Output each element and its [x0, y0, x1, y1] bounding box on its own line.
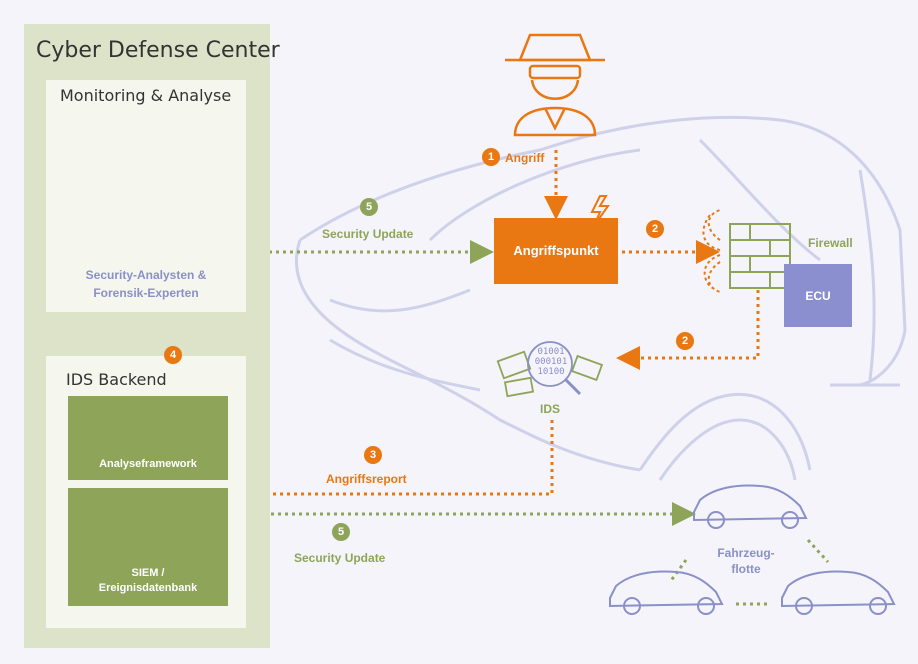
- ecu-label: ECU: [805, 289, 831, 303]
- fleet-car-icon: [609, 484, 896, 615]
- analysts-label-line2: Forensik-Experten: [93, 286, 199, 300]
- step-2-ids-badge: 2: [676, 332, 694, 350]
- step-2-firewall-badge: 2: [646, 220, 664, 238]
- step-5-top-badge: 5: [360, 198, 378, 216]
- fleet-link-left: [668, 559, 688, 583]
- attack-label: Angriff: [505, 151, 545, 165]
- deflect-arrows: [702, 209, 721, 293]
- ecu-box: [784, 264, 852, 327]
- hacker-icon: [505, 33, 605, 137]
- analyseframework-label: Analyseframework: [99, 458, 197, 470]
- siem-label-line1: SIEM /: [131, 567, 165, 579]
- siem-label: SIEM / Ereignisdatenbank: [68, 566, 228, 596]
- update-bottom-label: Security Update: [294, 551, 386, 565]
- lightning-icon: [590, 195, 610, 227]
- siem-box: [68, 488, 228, 606]
- fleet-label-line2: flotte: [731, 562, 761, 576]
- attack-point-box: [494, 218, 618, 284]
- ids-backend-title: IDS Backend: [66, 370, 167, 389]
- analyseframework-box: [68, 396, 228, 480]
- step-5-bottom-badge: 5: [332, 523, 350, 541]
- attack-point-label: Angriffspunkt: [513, 243, 599, 258]
- fleet-link-right: [806, 538, 830, 564]
- ids-binary-1: 01001: [537, 347, 565, 357]
- firewall-icon: [729, 223, 791, 289]
- ids-binary-2: 000101: [534, 357, 568, 367]
- analysts-label-line1: Security-Analysten &: [85, 268, 207, 282]
- ids-binary-3: 10100: [537, 367, 565, 377]
- monitoring-box: [46, 80, 246, 312]
- update-top-label: Security Update: [322, 227, 414, 241]
- car-outline: [294, 115, 907, 481]
- step-1-badge: 1: [482, 148, 500, 166]
- firewall-label: Firewall: [808, 236, 853, 250]
- step-3-badge: 3: [364, 446, 382, 464]
- fleet-label-line1: Fahrzeug-: [717, 546, 775, 560]
- analysts-label: Security-Analysten & Forensik-Experten: [46, 266, 246, 302]
- ids-label: IDS: [540, 402, 561, 416]
- ids-binary: 01001 000101 10100: [534, 347, 568, 377]
- arrow-report: [228, 420, 554, 506]
- siem-label-line2: Ereignisdatenbank: [98, 582, 198, 594]
- cdc-title: Cyber Defense Center: [36, 38, 280, 63]
- step-4-badge: 4: [164, 346, 182, 364]
- report-label: Angriffsreport: [326, 472, 407, 486]
- arrow-ecu-to-ids: [616, 290, 760, 370]
- monitoring-title: Monitoring & Analyse: [60, 86, 232, 105]
- fleet-label: Fahrzeug- flotte: [708, 545, 784, 577]
- ids-icon: [496, 341, 604, 398]
